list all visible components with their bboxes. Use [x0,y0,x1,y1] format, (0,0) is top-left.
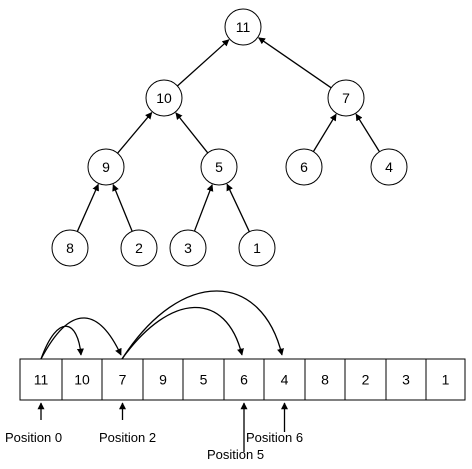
tree-edge-n3-to-n5 [193,184,214,232]
tree-node-circle [224,8,262,46]
array-cell-7: 8 [304,358,346,401]
array-cell-box [223,358,265,401]
array-cells: 11 10 7 9 5 6 4 8 2 3 1 [19,358,466,401]
tree-node-3: 3 [169,229,207,267]
tree-node-6: 6 [285,148,323,186]
array-cell-box [385,358,427,401]
tree-node-7: 7 [327,79,365,117]
tree-node-8: 8 [51,229,89,267]
array-cell-box [61,358,103,401]
position-markers: Position 0 Position 2 Position 5 Position 6 [5,402,303,462]
array-cell-value: 8 [321,372,329,388]
array-cell-3: 9 [142,358,184,401]
tree-node-9: 9 [87,148,125,186]
tree-edge-n10-to-n11 [176,39,230,87]
array-cell-box [19,358,63,401]
position-marker-6: Position 6 [246,402,303,445]
array-cell-value: 1 [442,372,450,388]
array-link-2-to-5 [121,306,244,360]
tree-node-1: 1 [238,229,276,267]
position-label: Position 5 [207,447,264,462]
tree-edge-n8-to-n9 [76,183,99,232]
array-cell-9: 3 [385,358,427,401]
array-cell-10: 1 [425,358,466,401]
array-cell-4: 5 [182,358,225,401]
tree-edge-n1-to-n5 [226,183,250,232]
array-cell-value: 5 [200,372,208,388]
tree-node-label: 5 [215,159,223,175]
array-cell-8: 2 [344,358,387,401]
array-links [40,290,284,360]
tree-node-label: 2 [135,240,143,256]
array-cell-value: 7 [119,372,127,388]
tree-node-label: 9 [102,159,110,175]
tree-edge-n6-to-n7 [312,113,337,152]
tree-node-circle [370,148,408,186]
array-cell-value: 11 [34,372,49,388]
array-cell-0: 11 [19,358,63,401]
tree-node-circle [200,148,238,186]
position-label: Position 0 [5,430,62,445]
tree-node-11: 11 [224,8,262,46]
tree-node-circle [87,148,125,186]
array-link-2-to-6 [121,290,284,360]
position-marker-0: Position 0 [5,402,62,445]
array-cell-box [304,358,346,401]
array-cell-box [344,358,387,401]
position-label: Position 2 [99,430,156,445]
array-cell-box [182,358,225,401]
tree-edges [76,37,381,232]
array-cell-value: 6 [240,372,248,388]
array-cell-value: 9 [159,372,167,388]
tree-node-label: 7 [342,90,350,106]
tree-node-label: 3 [184,240,192,256]
array-cell-box [101,358,144,401]
tree-node-2: 2 [120,229,158,267]
position-marker-5: Position 5 [207,402,264,462]
tree-edge-n2-to-n9 [112,183,133,232]
tree-node-label: 10 [156,90,172,106]
tree-node-circle [169,229,207,267]
array-cell-1: 10 [61,358,103,401]
tree-edge-n7-to-n11 [258,37,332,89]
tree-node-label: 4 [385,159,393,175]
array-cell-value: 10 [74,372,90,388]
array-cell-5: 6 [223,358,265,401]
tree-node-circle [51,229,89,267]
array-cell-box [263,358,306,401]
tree-node-circle [285,148,323,186]
array-link-0-to-2 [40,317,122,360]
array-cell-value: 4 [281,372,289,388]
tree-node-label: 11 [236,19,251,35]
tree-node-5: 5 [200,148,238,186]
tree-node-circle [327,79,365,117]
tree-nodes: 11 10 7 9 5 6 4 8 2 3 1 [51,8,408,267]
tree-edge-n4-to-n7 [355,113,381,153]
array-cell-2: 7 [101,358,144,401]
tree-edge-n5-to-n10 [175,112,209,154]
tree-node-circle [238,229,276,267]
array-cell-value: 2 [362,372,370,388]
tree-edge-n9-to-n10 [117,112,153,154]
tree-node-4: 4 [370,148,408,186]
array-cell-value: 3 [402,372,410,388]
array-cell-6: 4 [263,358,306,401]
position-marker-2: Position 2 [99,402,156,445]
tree-node-circle [145,79,183,117]
array-link-0-to-1 [40,325,84,360]
array-cell-box [425,358,466,401]
tree-node-label: 8 [66,240,74,256]
position-label: Position 6 [246,430,303,445]
tree-node-circle [120,229,158,267]
tree-node-label: 1 [253,240,261,256]
tree-node-10: 10 [145,79,183,117]
tree-node-label: 6 [300,159,308,175]
